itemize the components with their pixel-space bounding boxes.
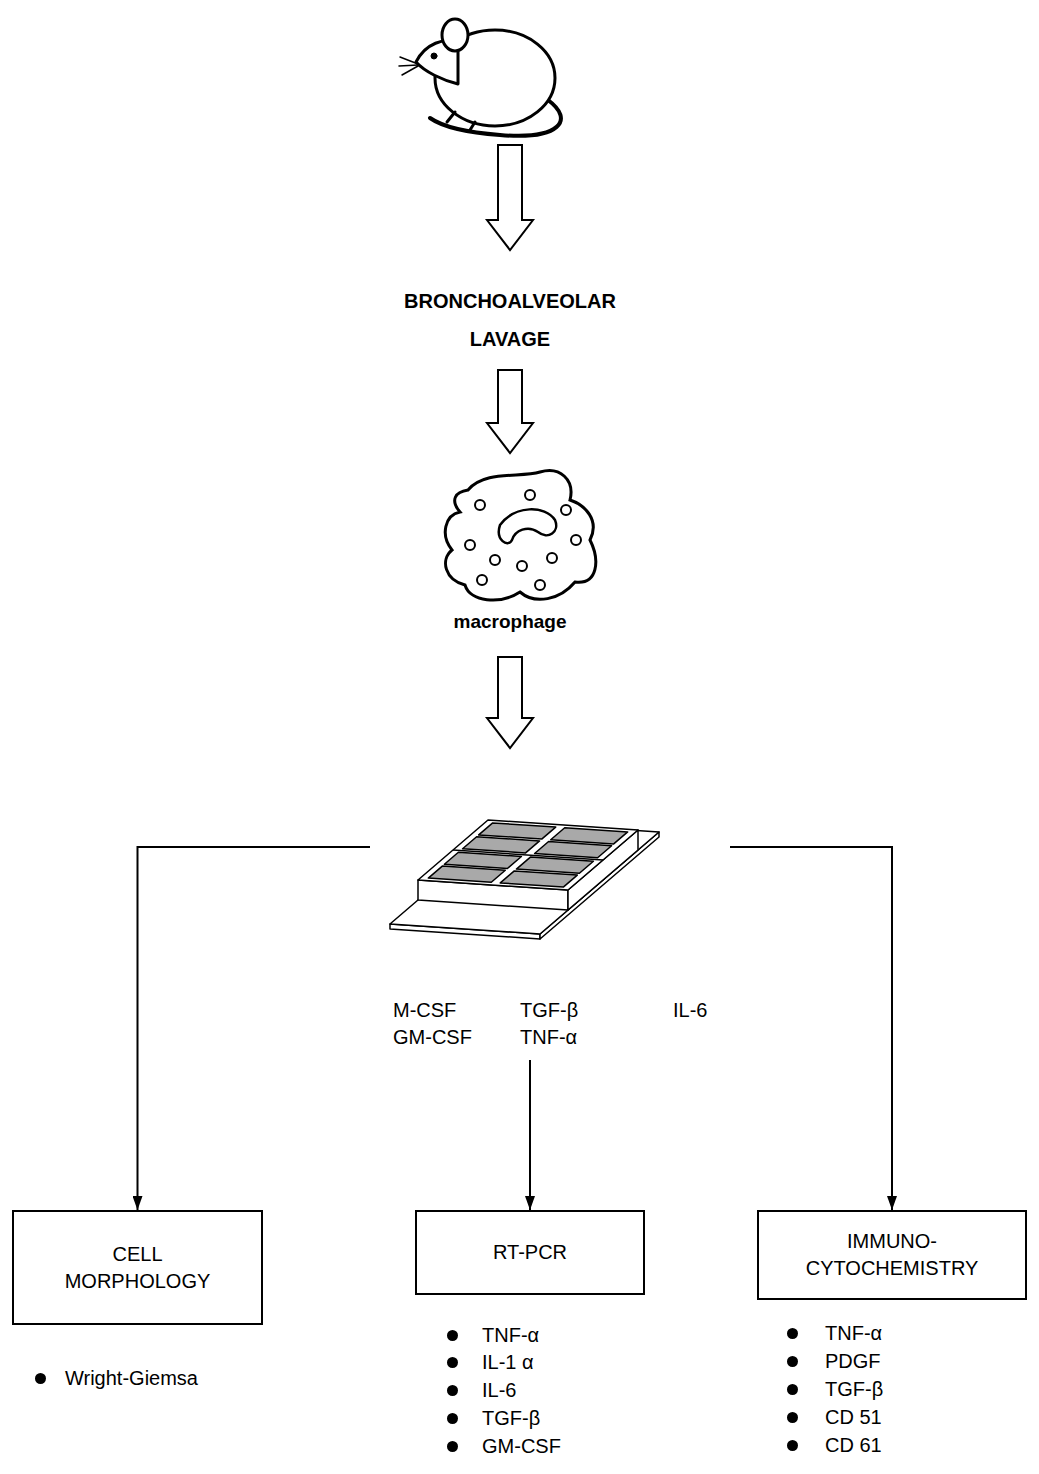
- bullet-dot: [447, 1441, 458, 1452]
- hollow-arrow: [487, 145, 533, 250]
- macrophage-drawing-part-part: [561, 505, 571, 515]
- method-box: RT-PCR: [415, 1210, 645, 1295]
- factor-list: TGF-β TNF-α: [520, 997, 610, 1051]
- chamber-slide-drawing-part-part: [551, 828, 628, 844]
- bullet-dot: [447, 1385, 458, 1396]
- method-box: IMMUNO- CYTOCHEMISTRY: [757, 1210, 1027, 1300]
- hollow-arrow: [487, 370, 533, 453]
- macrophage-drawing-part-part: [477, 575, 487, 585]
- macrophage-drawing-part: [465, 490, 581, 590]
- bullet-dot: [787, 1328, 798, 1339]
- method-box: CELL MORPHOLOGY: [12, 1210, 263, 1325]
- macrophage-drawing-part-part: [490, 555, 500, 565]
- chamber-slide-drawing-part-part: [479, 823, 556, 839]
- bullet-dot: [447, 1330, 458, 1341]
- bullet-dot: [447, 1357, 458, 1368]
- factor-list: M-CSF GM-CSF: [393, 997, 488, 1051]
- bullet-dot: [35, 1373, 46, 1384]
- list-item: TNF-α: [482, 1323, 539, 1347]
- method-title: IMMUNO- CYTOCHEMISTRY: [792, 1228, 992, 1282]
- chamber-slide-drawing-part-part: [516, 857, 593, 873]
- list-item: IL-6: [482, 1378, 516, 1402]
- macrophage-drawing: [445, 471, 595, 600]
- list-item: TGF-β: [825, 1377, 883, 1401]
- list-item: CD 51: [825, 1405, 882, 1429]
- macrophage-drawing-part-part: [547, 553, 557, 563]
- list-item: IL-1 α: [482, 1350, 534, 1374]
- macrophage-drawing-part: [499, 509, 556, 543]
- mouse-drawing-part: [399, 65, 418, 66]
- chamber-slide-drawing-part: [418, 820, 638, 890]
- method-title: CELL MORPHOLOGY: [58, 1241, 218, 1295]
- flow-connector: [730, 847, 892, 1210]
- list-item: TNF-α: [825, 1321, 882, 1345]
- factor-list: IL-6: [673, 997, 733, 1024]
- mouse-drawing-part: [431, 53, 437, 59]
- mouse-drawing-part: [442, 19, 468, 51]
- bullet-dot: [787, 1440, 798, 1451]
- chamber-slide-drawing-part-part: [500, 871, 577, 887]
- flow-connector: [529, 1060, 531, 1210]
- culture-slide: M-CSF GM-CSF TGF-β TNF-α IL-6: [370, 760, 730, 1060]
- macrophage-drawing-part-part: [535, 580, 545, 590]
- macrophage-drawing-part-part: [525, 490, 535, 500]
- chamber-slide-drawing-part-part: [535, 842, 612, 858]
- macrophage-drawing-part: [445, 471, 595, 600]
- mouse-drawing-part: [402, 66, 418, 75]
- list-item: TGF-β: [482, 1406, 540, 1430]
- step-text: BRONCHOALVEOLAR LAVAGE: [385, 282, 635, 358]
- macrophage-drawing-part-part: [475, 500, 485, 510]
- chamber-slide-drawing: [390, 820, 659, 939]
- macrophage-drawing-part-part: [517, 561, 527, 571]
- mouse-drawing-part: [447, 112, 475, 130]
- chamber-slide-drawing-part-part: [428, 866, 505, 882]
- bullet-dot: [787, 1384, 798, 1395]
- bullet-dot: [787, 1356, 798, 1367]
- bullet-dot: [787, 1412, 798, 1423]
- bullet-dot: [447, 1413, 458, 1424]
- step-label: BRONCHOALVEOLAR LAVAGE: [385, 282, 635, 358]
- macrophage-drawing-part-part: [571, 535, 581, 545]
- list-item: PDGF: [825, 1349, 881, 1373]
- mouse-drawing-part: [400, 57, 418, 64]
- list-item: CD 61: [825, 1433, 882, 1457]
- chamber-slide-drawing-part-part: [444, 852, 521, 868]
- macrophage-cell: macrophage: [420, 465, 600, 645]
- method-title: RT-PCR: [493, 1239, 567, 1266]
- flow-connector: [138, 847, 371, 1210]
- chamber-slide-drawing-part-part: [453, 850, 603, 860]
- cell-name: macrophage: [420, 611, 600, 633]
- mouse-drawing: [399, 19, 561, 136]
- chamber-slide-drawing-part: [421, 822, 635, 887]
- hollow-arrow: [487, 657, 533, 748]
- macrophage-drawing-part-part: [465, 540, 475, 550]
- list-item: GM-CSF: [482, 1434, 561, 1458]
- chamber-slide-drawing-part-part: [463, 837, 540, 853]
- list-item: Wright-Giemsa: [65, 1366, 198, 1390]
